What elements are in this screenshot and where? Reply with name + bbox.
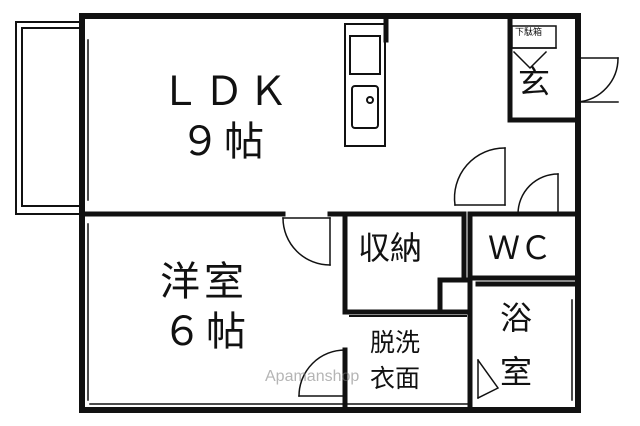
- washroom-label-line1: 脱洗: [370, 328, 421, 357]
- ldk-size-label: ９帖: [180, 119, 268, 165]
- windows: [87, 39, 573, 405]
- washroom-label-line2: 衣面: [370, 364, 421, 393]
- bath-label-line1: 浴: [500, 299, 533, 337]
- door-swings: [282, 57, 619, 400]
- entrance-label: 玄: [518, 63, 551, 101]
- storage-label: 収納: [358, 229, 423, 267]
- shoe-box-label: 下駄箱: [515, 28, 543, 38]
- western-room-label: 洋室: [160, 259, 248, 305]
- bath-label-line2: 室: [500, 353, 533, 391]
- interior-walls: [81, 13, 581, 413]
- kitchen-counter: [344, 23, 386, 147]
- wc-label: ＷＣ: [488, 229, 553, 267]
- watermark: Apamanshop: [265, 368, 360, 385]
- balcony: [15, 21, 85, 215]
- ldk-label: ＬＤＫ: [160, 69, 292, 115]
- western-room-size-label: ６帖: [162, 309, 250, 355]
- shoe-box: [511, 25, 557, 70]
